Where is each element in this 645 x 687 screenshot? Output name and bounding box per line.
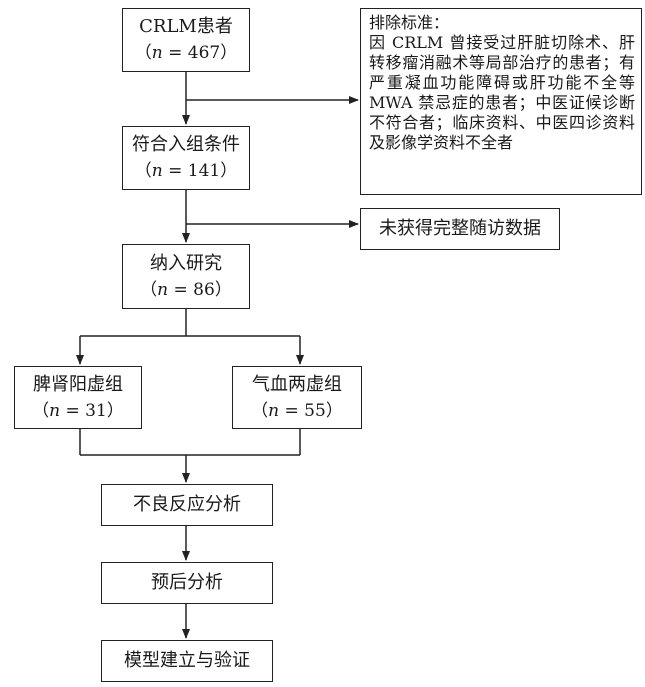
eligible-count: （n = 141） <box>134 161 238 181</box>
exclusion-text: 因 CRLM 曾接受过肝脏切除术、肝转移瘤消融术等局部治疗的患者；有严重凝血功能… <box>369 33 635 152</box>
spleen-kidney-yang-count: （n = 31） <box>32 400 124 421</box>
qi-blood-title: 气血两虚组 <box>252 373 342 395</box>
followup-missing-text: 未获得完整随访数据 <box>379 218 541 239</box>
spleen-kidney-yang-box: 脾肾阳虚组 （n = 31） <box>14 366 142 429</box>
eligible-box: 符合入组条件 （n = 141） <box>122 126 250 190</box>
enrolled-count: （n = 86） <box>140 279 232 300</box>
prognosis-box: 预后分析 <box>101 562 273 604</box>
exclusion-criteria-box: 排除标准： 因 CRLM 曾接受过肝脏切除术、肝转移瘤消融术等局部治疗的患者；有… <box>360 8 642 195</box>
model-box: 模型建立与验证 <box>101 640 273 682</box>
patients-count: （n = 467） <box>134 43 238 63</box>
prognosis-title: 预后分析 <box>151 572 223 593</box>
adverse-reaction-title: 不良反应分析 <box>133 494 241 515</box>
enrolled-title: 纳入研究 <box>150 252 222 274</box>
eligible-title: 符合入组条件 <box>132 134 240 155</box>
qi-blood-count: （n = 55） <box>251 400 343 421</box>
qi-blood-box: 气血两虚组 （n = 55） <box>232 366 362 429</box>
model-title: 模型建立与验证 <box>124 650 250 671</box>
enrolled-box: 纳入研究 （n = 86） <box>122 244 250 309</box>
exclusion-label: 排除标准： <box>369 13 450 32</box>
patients-box: CRLM患者 （n = 467） <box>122 8 250 72</box>
patients-title: CRLM患者 <box>139 16 233 37</box>
followup-missing-box: 未获得完整随访数据 <box>360 208 560 250</box>
spleen-kidney-yang-title: 脾肾阳虚组 <box>33 373 123 395</box>
adverse-reaction-box: 不良反应分析 <box>101 484 273 526</box>
